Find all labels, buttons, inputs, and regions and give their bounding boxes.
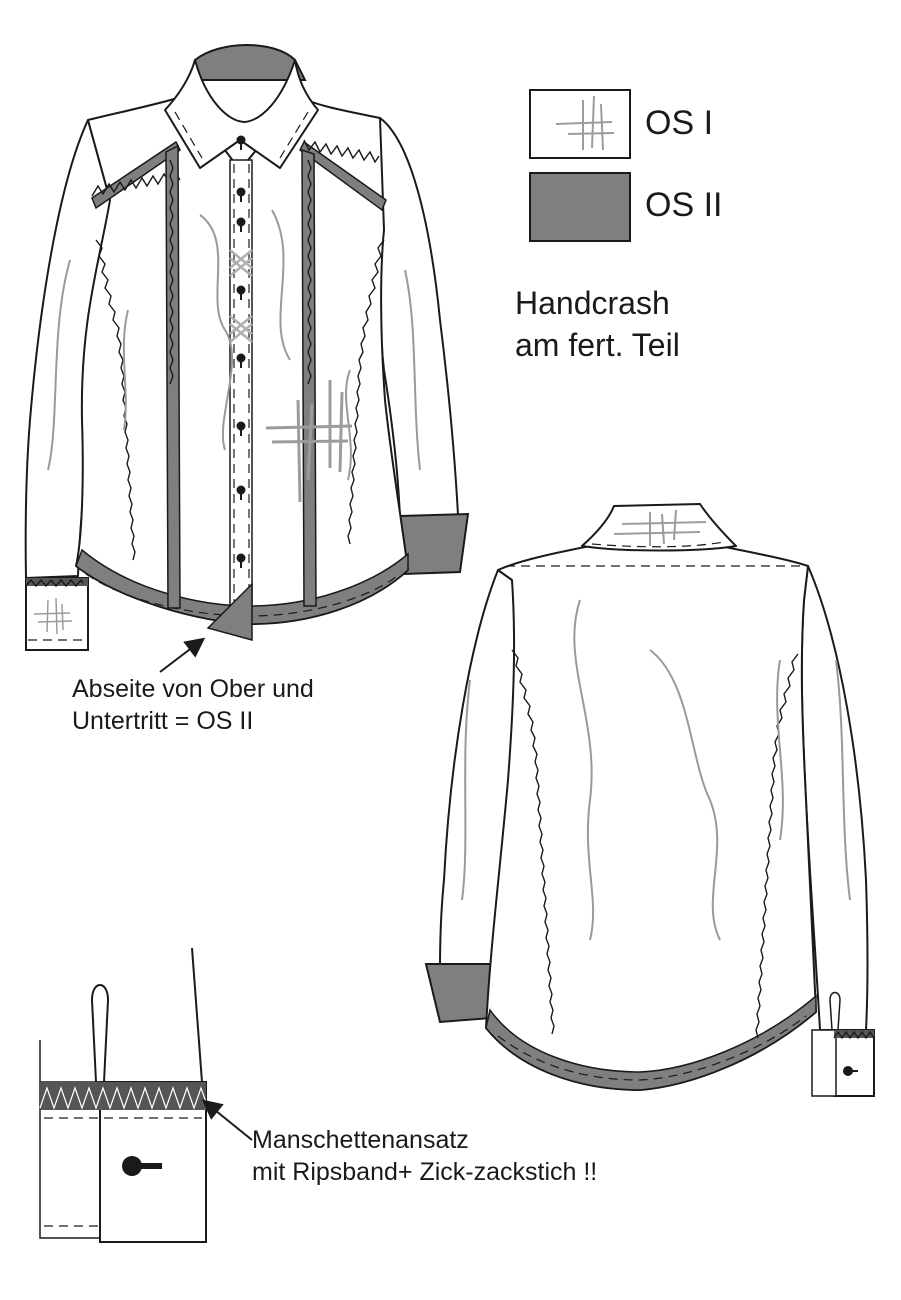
legend-swatch-os1 — [529, 89, 631, 159]
cuff-detail — [39, 947, 253, 1243]
front-buttons — [236, 135, 246, 568]
note-cuff-line2: mit Ripsband+ Zick-zackstich !! — [252, 1158, 598, 1186]
legend-label-os1: OS I — [645, 104, 714, 142]
note-handcrash: Handcrash am fert. Teil — [515, 282, 680, 366]
note-facing: Abseite von Ober und Untertritt = OS II — [72, 673, 314, 737]
note-cuff-line1: Manschettenansatz — [252, 1126, 469, 1154]
back-view — [424, 503, 875, 1097]
front-view — [24, 44, 470, 673]
note-facing-line2: Untertritt = OS II — [72, 707, 254, 735]
legend-swatch-os2 — [529, 172, 631, 242]
note-facing-line1: Abseite von Ober und — [72, 675, 314, 703]
legend-label-os2: OS II — [645, 186, 723, 224]
note-handcrash-line1: Handcrash — [515, 285, 670, 321]
note-handcrash-line2: am fert. Teil — [515, 327, 680, 363]
note-cuff: Manschettenansatz mit Ripsband+ Zick-zac… — [252, 1124, 597, 1188]
